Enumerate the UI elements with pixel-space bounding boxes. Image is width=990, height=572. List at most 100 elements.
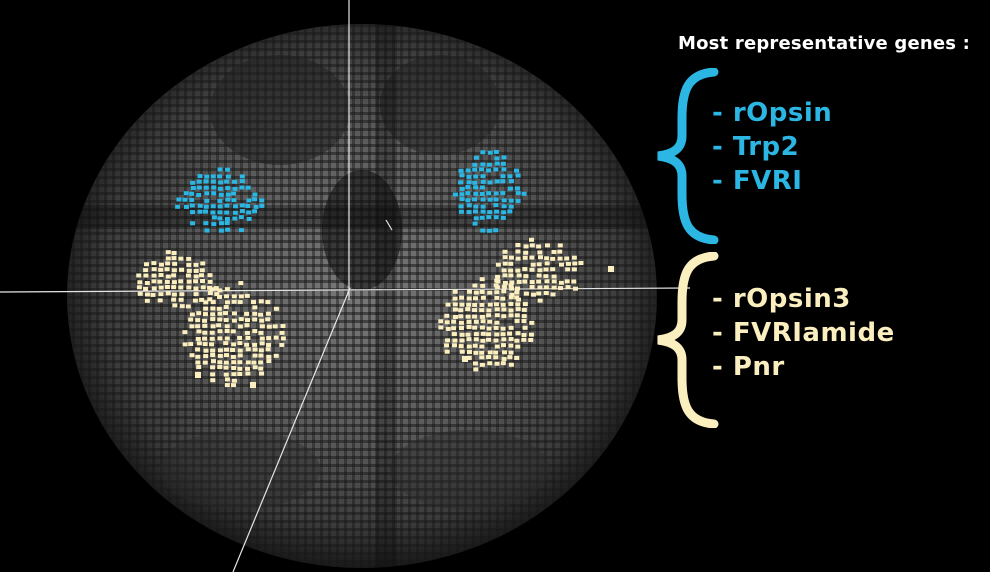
voxel xyxy=(466,355,472,360)
voxel xyxy=(143,268,149,273)
voxel xyxy=(522,255,528,260)
voxel xyxy=(452,302,458,307)
voxel xyxy=(186,262,192,267)
voxel xyxy=(458,320,464,325)
voxel xyxy=(508,283,514,288)
voxel xyxy=(245,185,251,190)
voxel xyxy=(211,215,217,220)
voxel xyxy=(529,285,535,290)
voxel xyxy=(557,286,563,291)
voxel xyxy=(508,343,514,348)
voxel xyxy=(252,209,258,214)
voxel xyxy=(252,347,258,352)
voxel xyxy=(245,335,251,340)
cream-expression-right-lower xyxy=(438,277,535,372)
voxel xyxy=(183,204,189,209)
voxel xyxy=(252,317,258,322)
voxel xyxy=(466,350,472,355)
voxel xyxy=(493,228,499,233)
voxel xyxy=(459,295,465,300)
voxel xyxy=(472,325,478,330)
voxel xyxy=(217,186,223,191)
voxel xyxy=(197,174,203,179)
voxel xyxy=(479,344,485,349)
voxel xyxy=(452,192,458,197)
voxel xyxy=(458,204,464,209)
voxel xyxy=(193,262,199,267)
voxel xyxy=(239,179,245,184)
voxel xyxy=(210,378,216,383)
voxel xyxy=(452,343,458,348)
voxel xyxy=(565,285,571,290)
voxel xyxy=(462,356,468,362)
voxel xyxy=(529,267,535,272)
voxel xyxy=(500,179,506,184)
voxel xyxy=(273,306,279,311)
voxel xyxy=(493,149,499,154)
voxel xyxy=(480,179,486,184)
voxel xyxy=(473,367,479,372)
voxel xyxy=(210,348,216,353)
voxel xyxy=(529,280,535,285)
voxel xyxy=(185,304,191,309)
voxel xyxy=(514,290,520,295)
voxel xyxy=(218,180,224,185)
voxel xyxy=(223,347,229,352)
voxel xyxy=(487,290,493,295)
voxel xyxy=(202,323,208,328)
voxel xyxy=(272,324,278,329)
voxel xyxy=(473,290,479,295)
voxel xyxy=(466,180,472,185)
voxel xyxy=(494,361,500,366)
voxel xyxy=(501,268,507,273)
voxel xyxy=(223,318,229,323)
voxel xyxy=(458,180,464,185)
voxel xyxy=(479,362,485,367)
voxel xyxy=(210,204,216,209)
voxel xyxy=(195,354,201,359)
voxel xyxy=(494,285,500,290)
voxel xyxy=(452,296,458,301)
voxel xyxy=(537,298,543,303)
voxel xyxy=(266,336,272,341)
voxel xyxy=(472,283,478,288)
voxel xyxy=(493,338,499,343)
voxel xyxy=(500,215,506,220)
voxel xyxy=(486,313,492,318)
voxel xyxy=(224,216,230,221)
voxel xyxy=(466,319,472,324)
voxel xyxy=(225,186,231,191)
voxel xyxy=(192,298,198,303)
voxel xyxy=(210,365,216,370)
voxel xyxy=(223,305,229,310)
cream-expression-left-lower xyxy=(182,281,286,388)
voxel xyxy=(196,365,202,370)
voxel xyxy=(207,291,213,296)
voxel xyxy=(466,344,472,349)
voxel xyxy=(259,341,265,346)
voxel xyxy=(502,261,508,266)
voxel xyxy=(252,353,258,358)
voxel xyxy=(209,342,215,347)
voxel xyxy=(237,366,243,371)
voxel xyxy=(522,302,528,307)
voxel xyxy=(479,167,485,172)
voxel xyxy=(500,343,506,348)
voxel xyxy=(200,261,206,266)
voxel xyxy=(165,256,171,261)
voxel xyxy=(459,186,465,191)
voxel xyxy=(494,290,500,295)
voxel xyxy=(515,302,521,307)
voxel xyxy=(445,338,451,343)
voxel xyxy=(196,329,202,334)
voxel xyxy=(238,294,244,299)
voxel xyxy=(196,192,202,197)
voxel xyxy=(501,204,507,209)
voxel xyxy=(182,342,188,347)
voxel xyxy=(244,323,250,328)
voxel xyxy=(230,383,236,388)
voxel xyxy=(521,332,527,337)
voxel xyxy=(508,313,514,318)
voxel xyxy=(144,262,150,267)
voxel xyxy=(258,360,264,365)
